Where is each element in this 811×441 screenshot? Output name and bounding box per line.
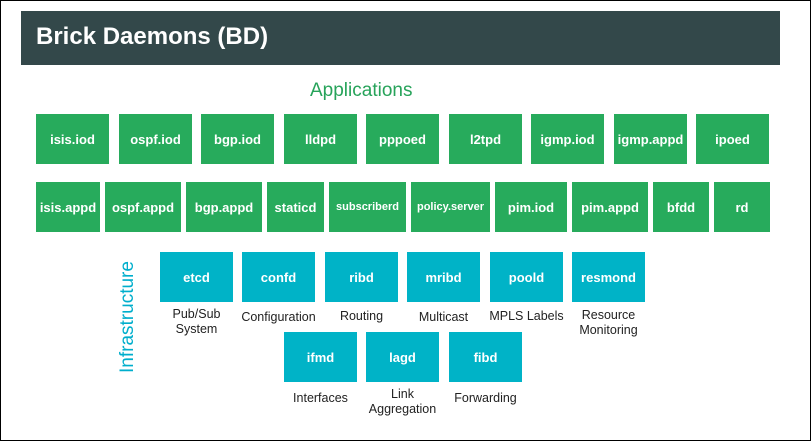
infra-box-resmond: resmond [572,252,645,302]
infra-caption-mribd: Multicast [418,310,469,324]
app-box-igmp-appd: igmp.appd [614,114,687,164]
applications-heading: Applications [310,80,413,101]
infra-caption-confd: Configuration [241,310,316,324]
app-box-ospf-appd: ospf.appd [105,182,181,232]
app-box-policy-server: policy.server [411,182,490,232]
infra-box-fibd: fibd [449,332,522,382]
infra-box-poold: poold [490,252,563,302]
infra-box-ribd: ribd [325,252,398,302]
app-box-staticd: staticd [267,182,324,232]
app-box-isis-iod: isis.iod [36,114,109,164]
infra-caption-fibd: Forwarding [454,391,517,405]
infra-box-mribd: mribd [407,252,480,302]
infra-box-etcd: etcd [160,252,233,302]
app-box-subscriberd: subscriberd [329,182,406,232]
app-box-bgp-appd: bgp.appd [186,182,262,232]
infra-box-lagd: lagd [366,332,439,382]
infrastructure-heading: Infrastructure [117,261,138,373]
app-box-bfdd: bfdd [653,182,709,232]
infra-caption-ifmd: Interfaces [293,391,348,405]
infra-caption-etcd: Pub/Sub System [172,307,221,336]
app-box-ipoed: ipoed [696,114,769,164]
app-box-pppoed: pppoed [366,114,439,164]
infra-box-ifmd: ifmd [284,332,357,382]
app-box-igmp-iod: igmp.iod [531,114,604,164]
app-box-l2tpd: l2tpd [449,114,522,164]
infra-caption-resmond: Resource Monitoring [579,308,638,337]
app-box-ospf-iod: ospf.iod [119,114,192,164]
infra-caption-ribd: Routing [339,309,384,323]
infra-box-confd: confd [242,252,315,302]
app-box-rd: rd [714,182,770,232]
app-box-pim-iod: pim.iod [495,182,567,232]
title-bar: Brick Daemons (BD) [21,11,780,65]
app-box-pim-appd: pim.appd [572,182,648,232]
infra-caption-lagd: Link Aggregation [368,387,437,416]
infra-caption-poold: MPLS Labels [489,309,564,323]
app-box-bgp-iod: bgp.iod [201,114,274,164]
app-box-lldpd: lldpd [284,114,357,164]
app-box-isis-appd: isis.appd [36,182,100,232]
page-title: Brick Daemons (BD) [36,23,269,50]
